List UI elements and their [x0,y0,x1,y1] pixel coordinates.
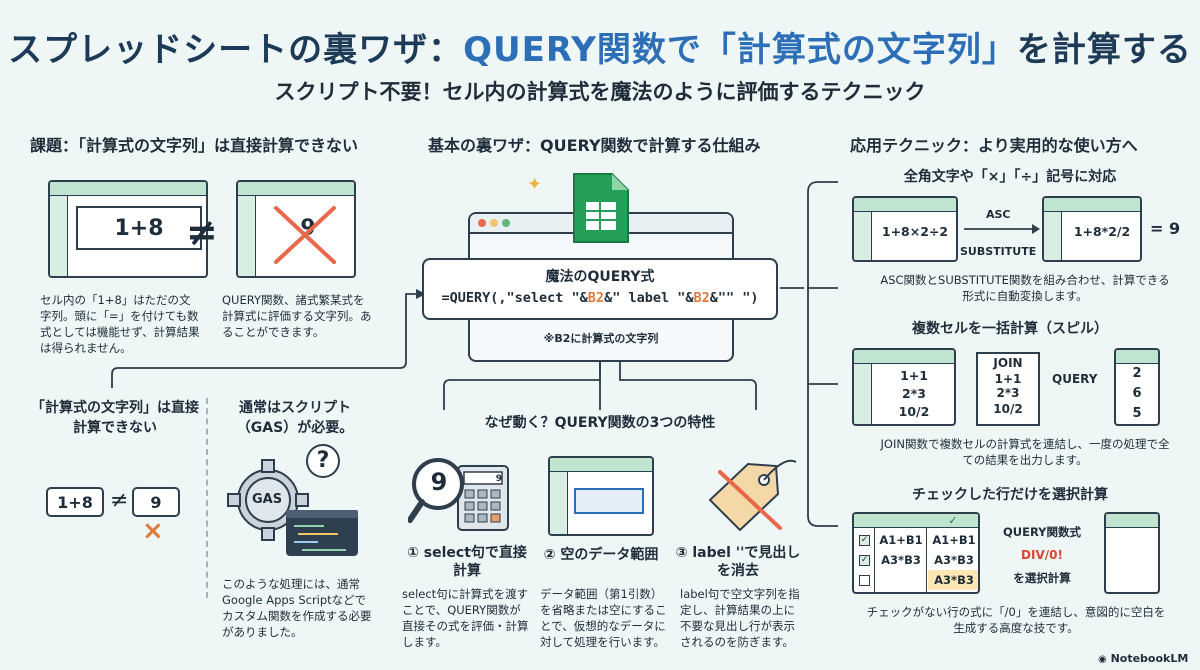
title-part-b: QUERY関数で「計算式の文字列」 [463,30,1017,70]
sheet-result-cell: 9 [236,180,356,278]
row3-formula-b: A3*B3 [934,573,974,587]
center-heading: 基本の裏ワザ：QUERY関数で計算する仕組み [428,136,761,155]
row1-checkbox[interactable]: ✓ [859,535,870,546]
gas-label: GAS [252,492,283,507]
formula-code: =QUERY(,"select "&B2&" label "&B2&"" ") [424,290,776,306]
right-a-substitute: SUBSTITUTE [960,245,1037,258]
right-b-join-cell-2: 2*3 [996,386,1020,400]
right-c-label2: を選択計算 [1013,571,1071,585]
right-a-title: 全角文字や「×」「÷」記号に対応 [903,169,1117,185]
small-cross-icon: × [142,516,164,546]
title-part-a: スプレッドシートの裏ワザ： [8,30,464,70]
cell-value-formula-text: 1+8 [114,216,164,241]
row3-checkbox[interactable] [859,575,870,586]
not-equal-icon: ≠ [186,210,218,254]
right-b-result-2: 6 [1132,386,1142,401]
brand-icon: ◉ [1098,654,1107,665]
feature2-title: ② 空のデータ範囲 [543,547,659,563]
brand-label: ◉ NotebookLM [1098,652,1188,665]
brand-text: NotebookLM [1110,652,1189,665]
left-note-2: QUERY関数、諸式繁某式を計算式に評価する文字列。あることができます。 [222,293,372,339]
small-not-equal-icon: ≠ [110,488,129,513]
right-b-source-sheet: 1+1 2*3 10/2 [852,348,956,426]
formula-box: 魔法のQUERY式 =QUERY(,"select "&B2&" label "… [422,258,778,320]
left-heading: 課題：「計算式の文字列」は直接計算できない [30,136,359,155]
right-b-join-cell-1: 1+1 [994,372,1022,386]
feature1-calc-display: 9 [495,474,502,484]
left-sub-b: 通常はスクリプト（GAS）が必要。 [236,400,354,436]
feature1-magnified-number: 9 [430,468,448,496]
formula-ref-b2-1: B2 [587,290,605,306]
question-bubble-icon: ? [306,444,340,478]
formula-title: 魔法のQUERY式 [545,269,655,285]
formula-note: ※B2に計算式の文字列 [543,332,659,345]
right-b-join-cell-3: 10/2 [993,402,1023,416]
right-b-result-1: 2 [1132,366,1142,381]
right-c-error: DIV/0! [1021,548,1063,562]
row2-formula-b: A3*B3 [934,553,974,567]
right-c-note: チェックがない行の式に「/0」を連結し、意図的に空白を生成する高度な技です。 [866,605,1166,635]
row2-checkbox[interactable]: ✓ [859,555,870,566]
magnifier-calculator-icon [408,458,509,531]
feature3-text: label句で空文字列を指定し、計算結果の上に不要な見出し行が表示されるのを防ぎ… [680,587,800,649]
right-b-query-label: QUERY [1052,372,1098,386]
sparkle-icon: ✦ [527,174,543,195]
formula-ref-b2-2: B2 [693,290,710,306]
feature3-title: ③ label ''で見出しを消去 [675,545,801,579]
row1-formula-a: A1+B1 [879,533,923,547]
feature1-title: ① select句で直接計算 [407,545,527,579]
feature1-text: select句に計算式を渡すことで、QUERY関数が直接その式を評価・計算します… [402,587,529,649]
right-b-note: JOIN関数で複数セルの計算式を連結し、一度の処理で全ての結果を出力します。 [880,437,1170,467]
google-sheets-icon [573,173,629,243]
formula-part-mid: &" label "& [604,290,694,306]
right-a-asc: ASC [986,208,1011,221]
right-c-label: QUERY関数式 [1002,525,1082,539]
title-part-c: を計算する [1016,30,1192,70]
sheet-text-cell: 1+8 [48,180,208,278]
why-heading: なぜ動く？QUERY関数の3つの特性 [484,415,716,431]
small-cell-formula: 1+8 [46,487,104,517]
question-mark: ? [316,448,330,473]
page-title: スプレッドシートの裏ワザ：QUERY関数で「計算式の文字列」を計算する [0,22,1200,71]
right-b-result-sheet: 2 6 5 [1114,348,1160,426]
connector-center-right [780,181,838,527]
formula-part-end: &"" ") [709,290,759,306]
page-subtitle: スクリプト不要！セル内の計算式を魔法のように評価するテクニック [274,80,926,104]
right-b-result-3: 5 [1132,406,1142,421]
label-tag-icon [708,459,797,532]
row1-formula-b: A1+B1 [932,533,976,547]
right-a-note: ASC関数とSUBSTITUTE関数を組み合わせ、計算できる形式に自動変換します… [880,273,1170,303]
right-a-result: = 9 [1150,219,1181,238]
right-b-join-box: JOIN 1+1 2*3 10/2 [976,352,1040,426]
right-a-arrow [964,224,1040,234]
empty-range-sheet-icon [548,456,654,536]
gas-gear-icon [227,459,358,556]
right-b-cell-2: 2*3 [902,386,926,401]
right-a-input-sheet: 1+8×2÷2 [852,196,958,262]
right-a-output: 1+8*2/2 [1073,224,1131,239]
small-cell-result: 9 [132,487,180,517]
right-heading: 応用テクニック：より実用的な使い方へ [850,136,1138,155]
feature2-text: データ範囲（第1引数）を省略または空にすることで、仮想的なデータに対して処理を行… [540,587,667,649]
left-sub-a: 「計算式の文字列」は直接計算できない [31,400,199,436]
right-c-result-sheet [1104,512,1160,594]
right-c-title: チェックした行だけを選択計算 [912,487,1108,503]
right-a-input: 1+8×2÷2 [881,224,949,239]
right-a-output-sheet: 1+8*2/2 [1042,196,1142,262]
right-b-cell-1: 1+1 [900,368,928,383]
connector-center-features [443,362,757,410]
right-b-title: 複数セルを一括計算（スピル） [912,321,1108,337]
dashed-divider [206,398,208,598]
connector-left-center [111,289,426,388]
row2-formula-a: A3*B3 [881,553,921,567]
left-note-1: セル内の「1+8」はただの文字列。頭に「=」を付けても数式としては機能せず、計算… [40,293,200,355]
right-b-cell-3: 10/2 [898,404,930,419]
right-b-join-label: JOIN [993,356,1023,370]
formula-part-a: =QUERY(,"select "& [441,290,588,306]
cross-out-icon [274,206,336,264]
right-c-check-header: ✓ [948,514,958,527]
gas-note: このような処理には、通常Google Apps Scriptなどでカスタム関数を… [222,577,372,639]
right-c-sheet: ✓ ✓ A1+B1 A1+B1 ✓ A3*B3 A3*B3 A3*B3 [852,512,980,594]
